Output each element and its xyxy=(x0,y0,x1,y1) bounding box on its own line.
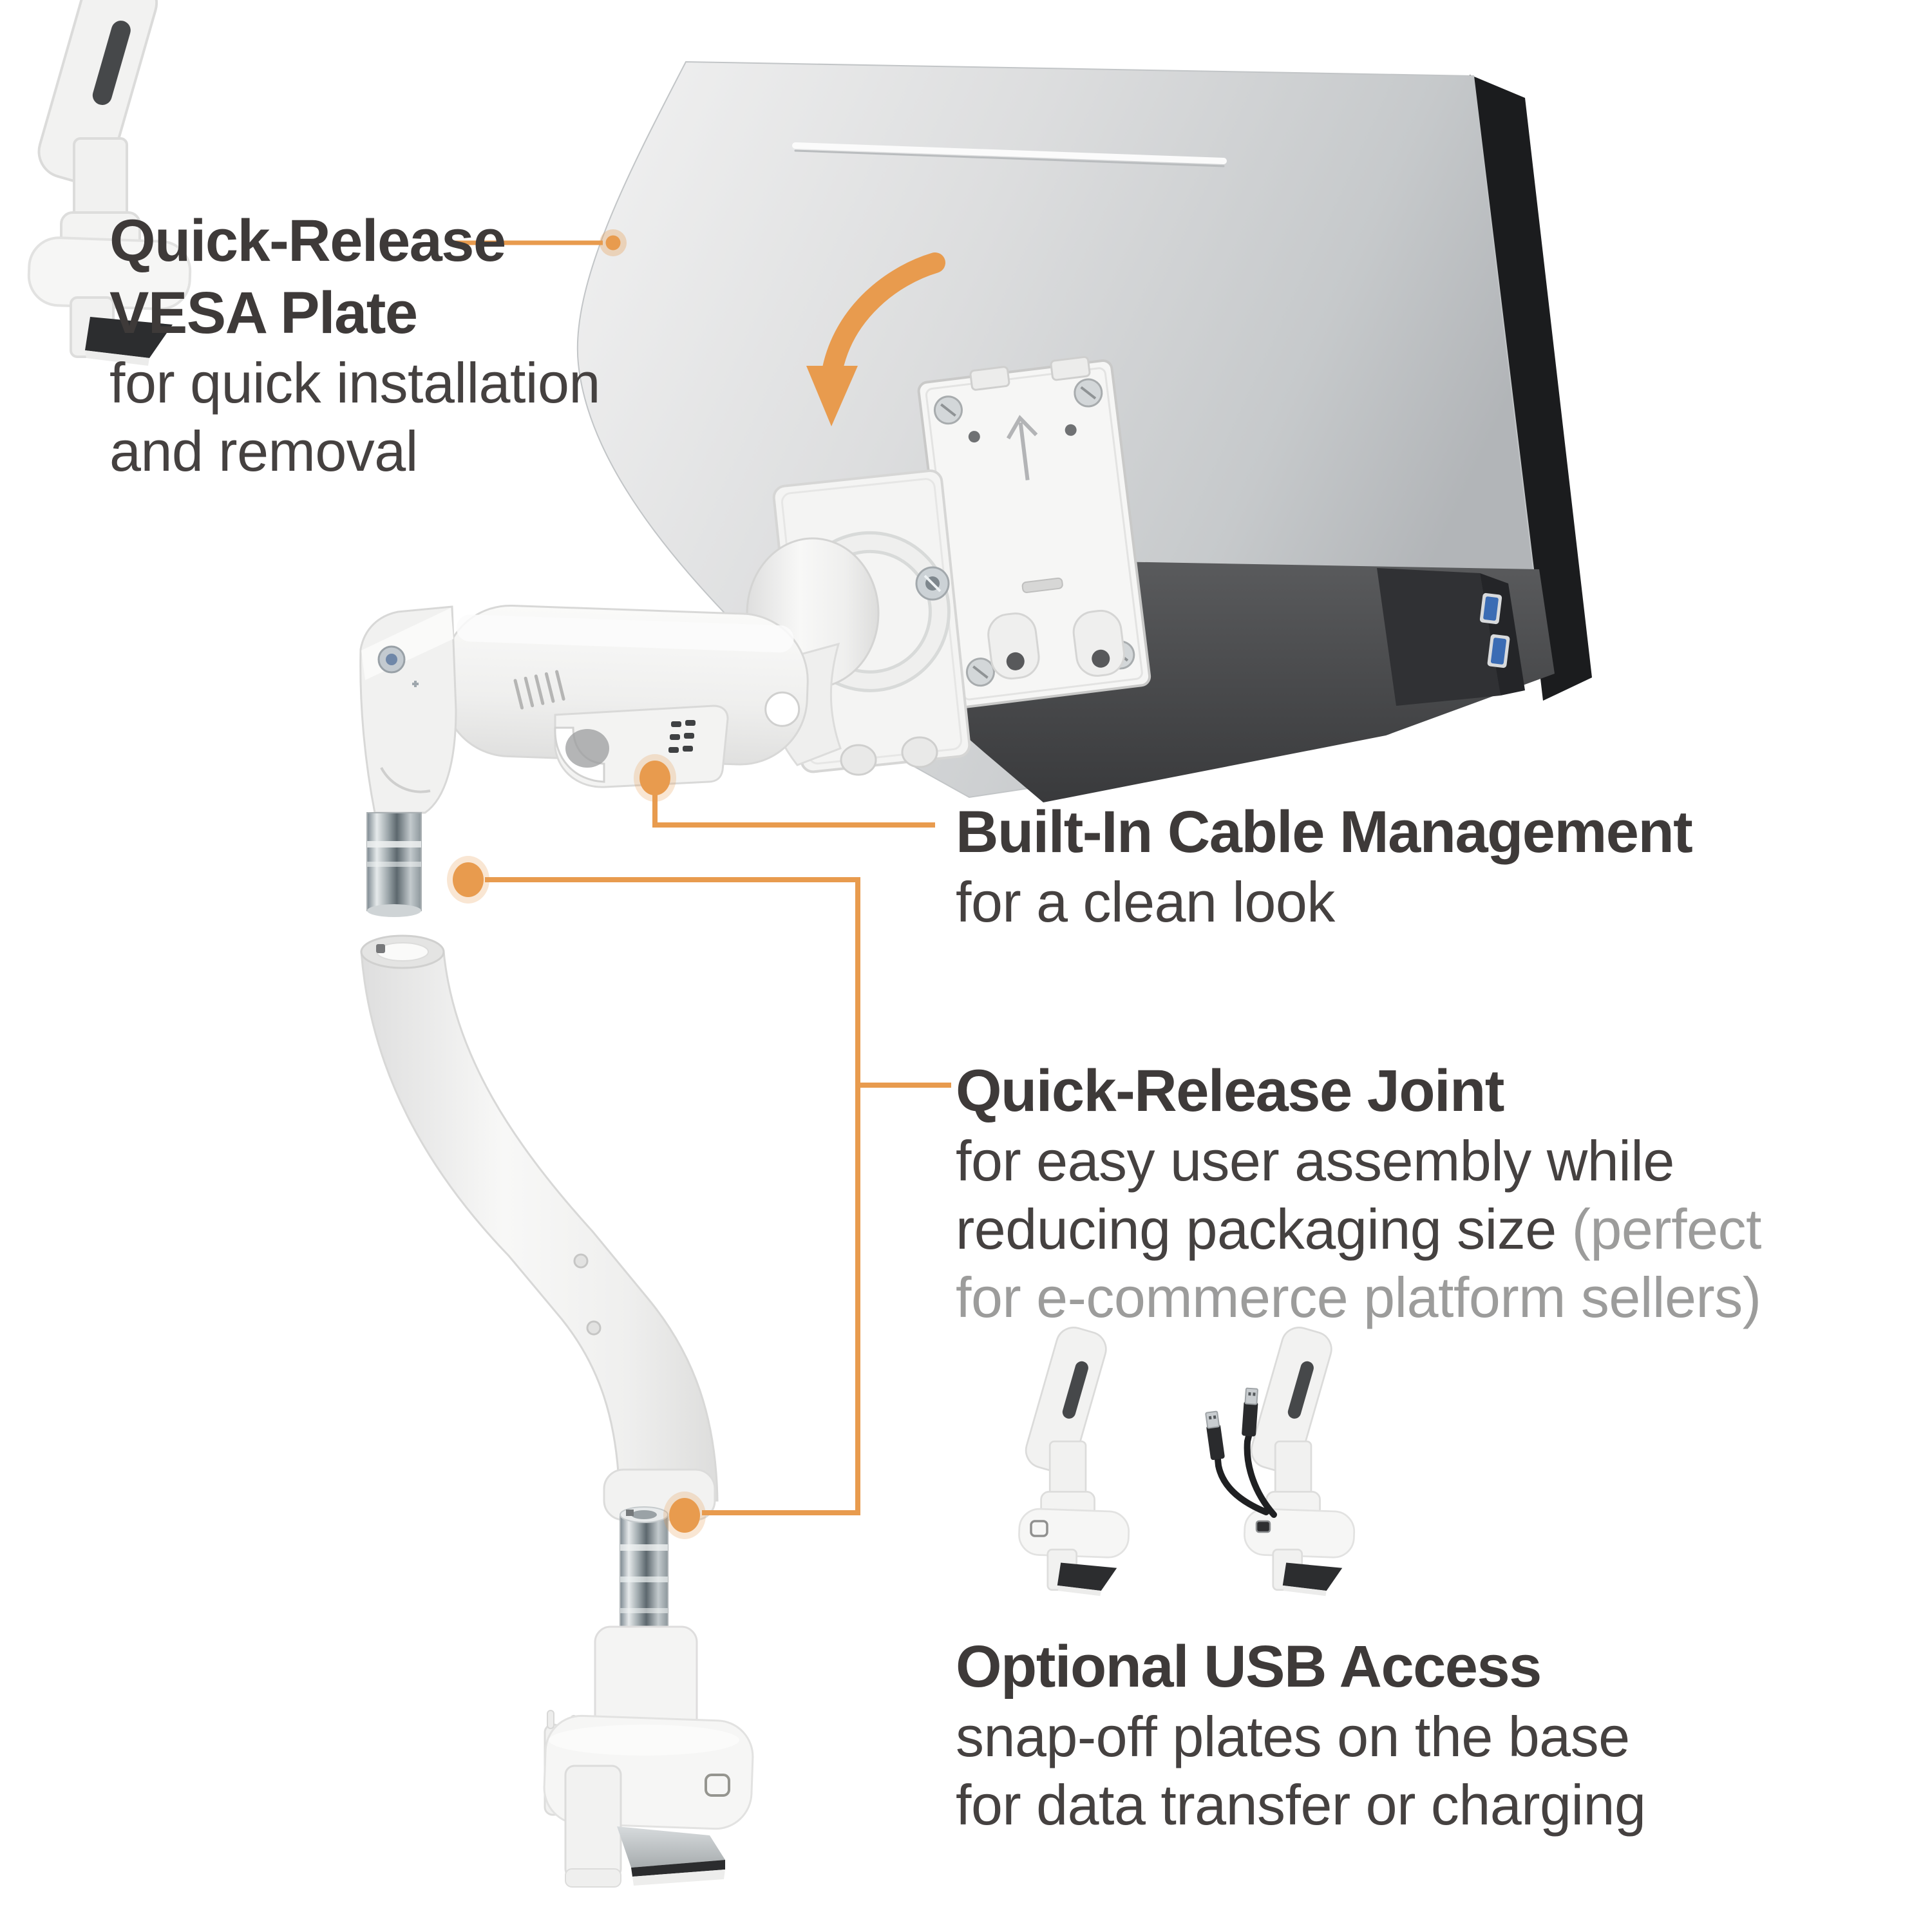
callout-vesa-plate: Quick-Release VESA Plate for quick insta… xyxy=(109,205,600,486)
rotate-arrow-icon xyxy=(806,252,945,426)
cable-callout-dot xyxy=(639,761,670,795)
lower-arm-screw xyxy=(573,1253,589,1269)
clamp-foot-top xyxy=(617,1826,725,1868)
lower-arm xyxy=(360,934,719,1521)
vesa-center-slot xyxy=(1021,577,1063,593)
callout-quick-release-joint: Quick-Release Joint for easy user assemb… xyxy=(956,1055,1761,1332)
clamp-foot-edge xyxy=(631,1860,725,1877)
vesa-hole xyxy=(968,431,980,443)
arm-vent-slats xyxy=(513,670,565,710)
joint-callout-line xyxy=(485,877,860,1515)
vesa-callout-dot-core xyxy=(605,235,621,251)
callout-connectors xyxy=(455,240,951,1515)
joint-title: Quick-Release Joint xyxy=(956,1058,1504,1124)
lower-arm-screw xyxy=(586,1320,601,1336)
usb-ports-icon xyxy=(1479,592,1510,668)
joint-body-line2-dark: reducing packaging size xyxy=(956,1197,1572,1261)
quick-release-post-lower xyxy=(620,1506,668,1633)
usb-body-line2: for data transfer or charging xyxy=(956,1773,1646,1837)
vesa-top-tab xyxy=(969,366,1010,391)
head-joint-screw xyxy=(377,645,406,674)
vesa-body-line1: for quick installation xyxy=(109,351,600,415)
mini-base-right xyxy=(1243,1322,1356,1597)
cable-management-clip xyxy=(554,705,729,788)
monitor-side-edge xyxy=(1470,75,1592,701)
clamp-bracket xyxy=(564,1765,622,1879)
cable-callout-line xyxy=(652,793,935,828)
joint-body-line1: for easy user assembly while xyxy=(956,1129,1674,1193)
cable-body: for a clean look xyxy=(956,870,1335,934)
usb-cables-icon xyxy=(1205,1387,1277,1518)
mini-left-snap-plate-outline xyxy=(1030,1520,1048,1537)
base-snap-plate-outline xyxy=(705,1774,730,1797)
joint-callout-dot-upper xyxy=(453,862,484,897)
callout-usb-access: Optional USB Access snap-off plates on t… xyxy=(956,1631,1646,1839)
arm-end-detail xyxy=(764,691,800,727)
joint-body-line3: for e-commerce platform sellers) xyxy=(956,1265,1761,1329)
desk-clamp-base xyxy=(543,1625,754,1888)
usb-title: Optional USB Access xyxy=(956,1634,1542,1700)
joint-body-line2-muted: (perfect xyxy=(1571,1197,1762,1261)
vesa-body-line2: and removal xyxy=(109,419,418,483)
thumb-screw xyxy=(840,744,877,776)
mini-base-illustration xyxy=(27,0,192,366)
vesa-hole xyxy=(1065,424,1077,436)
mini-right-usb-port xyxy=(1255,1520,1271,1533)
vesa-up-arrow-icon xyxy=(1006,415,1038,480)
usb-body-line1: snap-off plates on the base xyxy=(956,1705,1630,1768)
joint-callout-dot-lower xyxy=(669,1498,700,1533)
joint-body-line2: reducing packaging size (perfect xyxy=(956,1195,1761,1264)
vesa-top-tab xyxy=(1050,355,1091,381)
vesa-keyhole-boss xyxy=(987,609,1125,680)
monitor-hub-block xyxy=(1377,568,1501,706)
monitor-top-vent-shadow xyxy=(794,149,1225,167)
thumb-screw xyxy=(901,736,938,768)
arm-head-joint xyxy=(359,605,457,814)
mount-plate-screw xyxy=(915,566,950,601)
vesa-plate xyxy=(917,355,1151,708)
monitor-top-vent-slot xyxy=(792,142,1227,164)
callout-dots xyxy=(447,229,706,1539)
mini-base-left xyxy=(1018,1322,1131,1597)
vesa-title-line1: Quick-Release xyxy=(109,208,506,274)
quick-release-post-upper xyxy=(366,812,422,917)
clamp-foot-lip xyxy=(632,1870,725,1886)
cable-title: Built-In Cable Management xyxy=(956,799,1693,865)
callout-cable-management: Built-In Cable Management for a clean lo… xyxy=(956,796,1693,936)
cable-clip-vents xyxy=(668,720,696,753)
vesa-title-line2: VESA Plate xyxy=(109,280,418,346)
